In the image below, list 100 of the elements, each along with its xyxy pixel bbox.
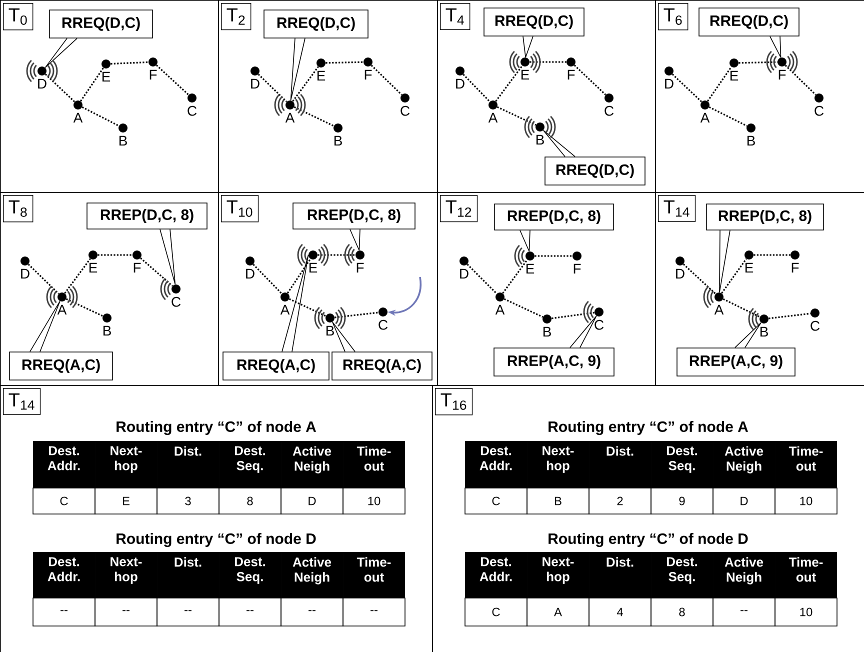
callout: RREQ(D,C) [49,10,153,38]
table-cell: 10 [342,488,406,514]
network-node: A [73,100,83,123]
callout-pointer [570,316,597,348]
header-cell: Dest. Addr. [465,441,527,488]
network-node: E [520,58,530,80]
link [82,106,120,127]
node-label: F [574,264,581,274]
callout: RREQ(A,C) [222,352,330,380]
link [156,64,190,96]
node-label: C [810,320,820,331]
header-cell: Dist. [157,552,219,598]
node-label: E [102,72,110,82]
node-label: D [676,268,684,279]
header-cell: Dist. [589,552,651,598]
header-cell: Dest. Addr. [465,552,527,598]
callout: RREP(A,C, 9) [676,348,796,376]
network-node: B [760,314,768,337]
link [496,106,536,126]
node-label: A [700,112,710,123]
node-label: D [665,78,674,89]
node-label: A [495,304,505,315]
link [44,74,76,102]
node-label: F [568,70,575,80]
header-cell: Active Neigh [281,552,343,598]
callout: RREP(D,C, 8) [494,204,614,230]
network-node: A [700,100,710,123]
callout-pointer [44,38,78,68]
node-label: C [604,106,614,116]
link [722,298,760,318]
network-node: D [20,256,30,279]
callout-pointer [30,300,60,352]
header-cell: Next- hop [527,441,589,488]
callout: RREQ(A,C) [9,352,113,380]
link [552,312,594,320]
node-label: E [730,70,738,81]
callout-pointer [282,254,309,352]
callout: RREQ(A,C) [332,352,432,380]
callout: RREP(D,C, 8) [292,202,416,230]
header-cell: Next- hop [95,552,157,598]
node-label: B [543,326,551,337]
table-cell: C [464,488,528,514]
node-label: D [38,78,46,89]
table-cell: A [526,598,590,626]
network-node: C [188,94,197,116]
link [326,61,364,64]
link [495,65,523,102]
header-cell: Dist. [589,441,651,488]
network-node: F [132,250,142,273]
node-label: E [89,262,98,273]
node-label: C [400,106,410,116]
node-label: A [488,112,498,123]
node-label: F [150,70,157,80]
network-node: E [308,250,318,273]
network-node: E [744,250,754,273]
link [286,258,312,294]
node-label: A [57,304,67,315]
table-title: Routing entry “C” of node D [116,532,316,548]
network-node: D [456,66,464,89]
link [64,258,91,294]
link [707,66,732,102]
link [370,64,402,96]
link [672,74,702,102]
header-cell: Active Neigh [281,441,343,488]
header-cell: Active Neigh [713,552,775,598]
network-node: A [488,100,498,123]
table-title: Routing entry “C” of node A [548,420,748,436]
network-node: E [526,252,534,274]
table-cell: -- [32,598,96,626]
node-label: B [747,136,755,146]
link [288,298,326,317]
table-cell: B [526,488,590,514]
callout-pointer [332,322,356,352]
link [66,298,104,317]
network-node: F [778,58,786,80]
network-node: B [746,124,756,146]
table-cell: -- [218,598,282,626]
table-cell: 10 [774,598,838,626]
network-node: D [246,256,254,279]
link [98,254,132,256]
node-label: F [356,262,364,273]
callout: RREQ(D,C) [544,156,646,186]
node-label: F [792,262,799,273]
header-cell: Next- hop [95,441,157,488]
link [252,264,282,294]
table-cell: D [712,488,776,514]
node-label: A [73,112,83,123]
node-label: C [172,296,181,307]
link [534,255,572,257]
callout: RREQ(D,C) [484,8,584,36]
table-cell: -- [94,598,158,626]
callout-pointer [719,230,730,293]
network-node: A [495,292,505,315]
link [258,74,288,102]
header-cell: Dest. Seq. [219,552,281,598]
table-cell: 9 [650,488,714,514]
table-cell: 3 [156,488,220,514]
network-node: B [542,314,552,337]
callout: RREP(A,C, 9) [494,348,614,376]
header-cell: Dest. Seq. [651,552,713,598]
